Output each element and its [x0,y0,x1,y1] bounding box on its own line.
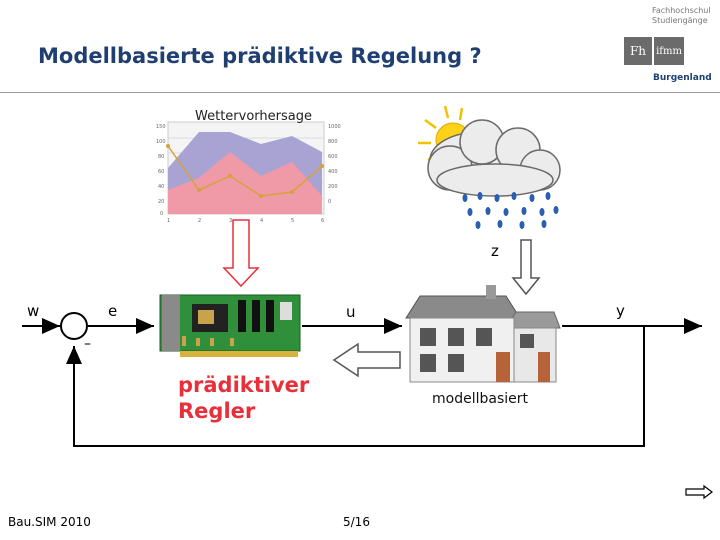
controller-label-line-2: Regler [178,399,256,423]
signal-y-label: y [616,302,625,320]
svg-text:1: 1 [167,218,170,224]
minus-sign: – [84,336,91,352]
svg-text:0: 0 [160,211,163,217]
logo-line-1: Fachhochschul [652,6,711,15]
controller-label-line-1: prädiktiver [178,373,310,397]
svg-text:80: 80 [158,154,164,160]
slide-title: Modellbasierte prädiktive Regelung ? [38,44,482,68]
logo-mark-right: ifmm [654,37,684,65]
forecast-line [167,145,323,197]
footer-course: Bau.SIM 2010 [8,515,91,529]
signal-e-label: e [108,302,118,320]
logo-brand: Burgenland [653,73,712,83]
weather-chart-title: Wettervorhersage [195,109,312,124]
svg-text:400: 400 [328,169,338,175]
page-number: 5/16 [343,515,370,529]
plant-label: modellbasiert [432,391,528,407]
svg-text:600: 600 [328,154,338,160]
logo-mark-left: Fh [624,37,652,65]
svg-text:4: 4 [260,218,263,224]
svg-text:60: 60 [158,169,164,175]
logo-line-2: Studiengänge [652,16,708,25]
next-slide-icon [685,484,713,500]
svg-text:40: 40 [158,184,164,190]
title-divider [0,92,720,93]
svg-text:100: 100 [156,139,166,145]
controller-label: prädiktiver Regler [178,372,309,424]
forecast-to-controller-arrow [222,219,260,288]
svg-text:2: 2 [198,218,201,224]
feedback-line [66,326,645,447]
controller-board-icon [159,294,301,357]
svg-text:5: 5 [291,218,294,224]
svg-text:150: 150 [156,124,166,130]
svg-text:0: 0 [328,199,331,205]
plant-to-controller-arrow [332,342,401,378]
signal-u-label: u [346,303,356,321]
summing-junction [60,312,88,340]
svg-text:6: 6 [321,218,324,224]
svg-text:800: 800 [328,139,338,145]
house-icon [405,285,561,383]
svg-text:20: 20 [158,199,164,205]
weather-cloud-icon [418,105,561,229]
svg-text:200: 200 [328,184,338,190]
svg-text:3: 3 [229,218,232,224]
signal-w-label: w [27,302,40,320]
svg-text:1000: 1000 [328,124,341,130]
signal-z-label: z [491,242,499,260]
disturbance-arrow [511,239,541,296]
forecast-area-lower [168,152,322,214]
